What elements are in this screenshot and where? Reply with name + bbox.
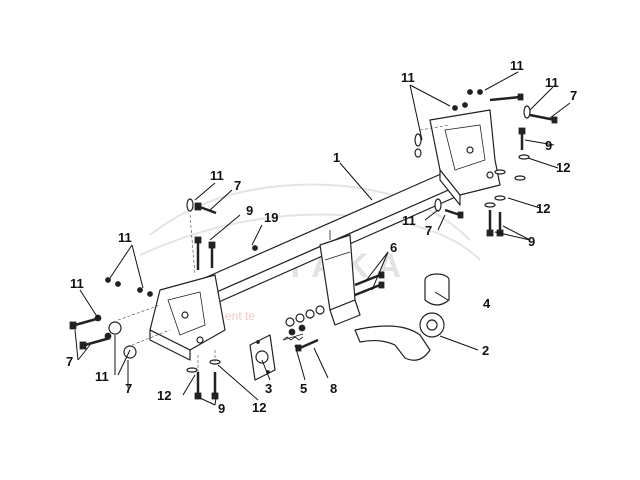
callout-part-9-right-a: 9 [545, 138, 552, 153]
tow-ball-neck [354, 312, 445, 361]
callout-part-11-top-b: 11 [510, 58, 524, 73]
callout-part-19: 19 [264, 210, 278, 225]
callout-part-9-right-b: 9 [528, 234, 535, 249]
spring-pin [282, 333, 304, 341]
callout-part-12-right-a: 12 [556, 160, 570, 175]
callout-part-5: 5 [300, 381, 307, 396]
callout-part-11-left: 11 [70, 276, 84, 291]
watermark-tagline: ent te [225, 309, 255, 323]
callout-part-9-top-left: 9 [246, 203, 253, 218]
callout-part-11-mid-left: 11 [118, 230, 132, 245]
right-mounting-bracket [429, 109, 501, 206]
bottom-left-bolts [186, 350, 221, 400]
callout-part-11-left-b: 11 [95, 369, 109, 384]
top-right-bolts [414, 89, 558, 160]
callout-part-4: 4 [483, 296, 491, 311]
callout-part-7-top-right: 7 [570, 88, 577, 103]
callout-part-7-left-b: 7 [125, 381, 132, 396]
callout-part-12-right-b: 12 [536, 201, 550, 216]
callout-part-12-left: 12 [157, 388, 171, 403]
right-side-lower-bolts [434, 169, 526, 237]
callout-part-9-bottom: 9 [218, 401, 225, 416]
callout-part-11-right-mid: 11 [402, 213, 416, 228]
left-bolts-washers [69, 277, 171, 359]
callout-part-11-top-left: 11 [210, 168, 224, 183]
callout-part-12-bottom: 12 [252, 400, 266, 415]
callout-part-11-top-a: 11 [401, 70, 415, 85]
callout-part-8: 8 [330, 381, 337, 396]
top-left-bolts [186, 198, 258, 276]
tow-ball-cap [424, 273, 450, 306]
callout-part-11-top-c: 11 [545, 75, 559, 90]
callout-part-6: 6 [390, 240, 397, 255]
left-mounting-bracket [149, 274, 226, 361]
callout-labels: 1 2 3 4 5 6 7 7 7 7 7 8 9 9 9 9 11 11 11… [66, 58, 577, 416]
center-bolts [354, 271, 385, 297]
callout-part-7-top-left: 7 [234, 178, 241, 193]
callout-part-7-right: 7 [425, 223, 432, 238]
callout-part-7-left-a: 7 [66, 354, 73, 369]
electrical-socket-plate [249, 334, 276, 381]
center-mount-plate [319, 234, 361, 326]
callout-part-1: 1 [333, 150, 340, 165]
leader-lines [74, 71, 571, 406]
callout-part-3: 3 [265, 381, 272, 396]
callout-part-2: 2 [482, 343, 489, 358]
center-washer-stack [285, 305, 325, 336]
